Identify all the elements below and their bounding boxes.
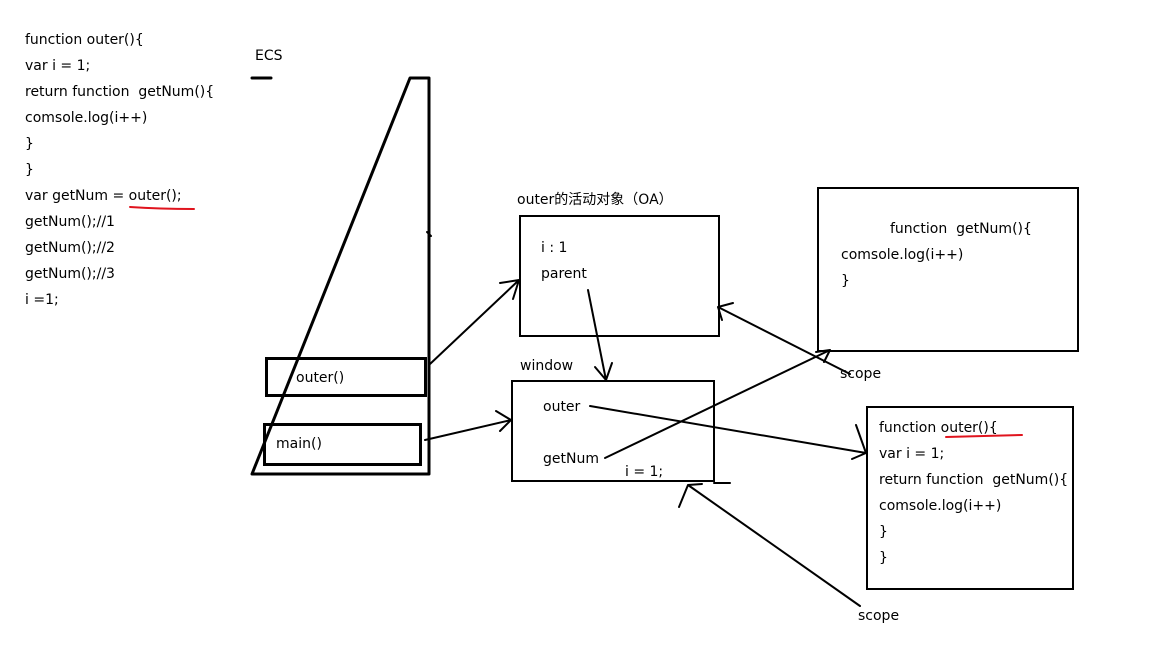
code-line: i =1; — [25, 292, 59, 308]
arrow-outer-frame-to-ao — [429, 279, 520, 365]
code-line: return function getNum(){ — [25, 84, 215, 100]
getnum-func-line: } — [841, 273, 850, 289]
outer-func-line: } — [879, 524, 888, 540]
code-line: } — [25, 136, 34, 152]
outer-ao-var-i: i : 1 — [541, 240, 568, 256]
ecs-frame-main-label: main() — [276, 436, 322, 452]
getnum-func-line: comsole.log(i++) — [841, 247, 964, 263]
code-line: var getNum = outer(); — [25, 188, 182, 204]
ecs-stack-frame — [250, 76, 431, 476]
arrow-outer-scope-to-window — [678, 483, 861, 607]
outer-scope-label: scope — [858, 608, 900, 624]
outer-ao-title: outer的活动对象（OA） — [517, 192, 673, 208]
window-i-assign: i = 1; — [625, 464, 664, 480]
getnum-scope-label: scope — [840, 366, 882, 382]
code-line: } — [25, 162, 34, 178]
code-line: getNum();//1 — [25, 214, 115, 230]
outer-func-box: function outer(){ var i = 1; return func… — [866, 406, 1074, 590]
code-line: getNum();//2 — [25, 240, 115, 256]
getnum-func-box: function getNum(){ comsole.log(i++) } — [817, 187, 1079, 352]
ecs-frame-outer-label: outer() — [296, 370, 345, 386]
ecs-side-mark — [426, 231, 432, 237]
window-title: window — [520, 358, 574, 374]
code-line: var i = 1; — [25, 58, 91, 74]
arrow-main-frame-to-window — [424, 410, 512, 441]
code-line: getNum();//3 — [25, 266, 115, 282]
outer-ao-parent: parent — [541, 266, 587, 282]
underline-outer-call — [129, 206, 195, 210]
code-line: function outer(){ — [25, 32, 144, 48]
outer-func-line: comsole.log(i++) — [879, 498, 1002, 514]
outer-func-line: var i = 1; — [879, 446, 945, 462]
outer-func-line: function outer(){ — [879, 420, 998, 436]
ecs-title: ECS — [255, 48, 283, 64]
window-box: outer getNum i = 1; — [511, 380, 715, 482]
code-line: comsole.log(i++) — [25, 110, 148, 126]
window-outer: outer — [543, 399, 581, 415]
window-getnum: getNum — [543, 451, 599, 467]
getnum-func-line: function getNum(){ — [890, 221, 1032, 237]
ecs-frame-outer: outer() — [265, 357, 427, 397]
outer-func-line: } — [879, 550, 888, 566]
outer-func-line: return function getNum(){ — [879, 472, 1069, 488]
outer-ao-box: i : 1 parent — [519, 215, 720, 337]
underline-outer-def — [945, 434, 1023, 438]
ecs-frame-main: main() — [263, 423, 422, 466]
